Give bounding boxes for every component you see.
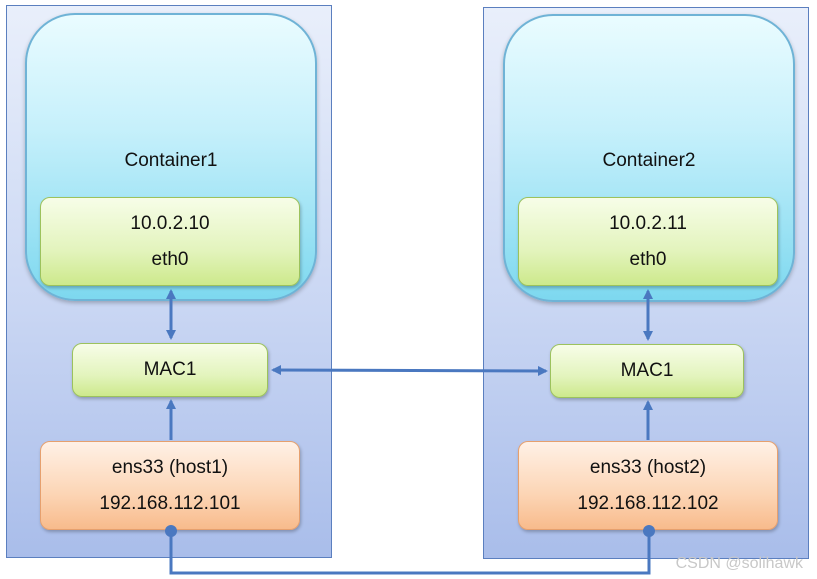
host-physical-link (169, 531, 651, 575)
container1-eth0-name: eth0 (151, 248, 189, 270)
container2-eth0-name: eth0 (629, 248, 667, 270)
host2-mac-box: MAC1 (550, 344, 744, 398)
host2-nic-name: ens33 (host2) (589, 456, 707, 478)
host1-nic-name: ens33 (host1) (111, 456, 229, 478)
host2-nic-box: ens33 (host2) 192.168.112.102 (518, 441, 778, 530)
host1-nic-box: ens33 (host1) 192.168.112.101 (40, 441, 300, 530)
host2-nic-port-dot (643, 525, 655, 537)
watermark: CSDN @solihawk (675, 555, 803, 572)
container1-title: Container1 (124, 150, 218, 171)
host1-nic-port-dot (165, 525, 177, 537)
container2-title: Container2 (602, 150, 696, 171)
host2-mac-label: MAC1 (620, 360, 674, 381)
container2-eth0-ip: 10.0.2.11 (609, 212, 687, 234)
container1-eth0-ip: 10.0.2.10 (130, 212, 210, 234)
host1-nic-ip: 192.168.112.101 (99, 492, 241, 514)
host1-mac-box: MAC1 (72, 343, 268, 397)
host2-nic-ip: 192.168.112.102 (577, 492, 719, 514)
mac-to-mac-link (271, 365, 548, 376)
container1-eth0-interface: 10.0.2.10 eth0 (40, 197, 300, 286)
container2-eth0-interface: 10.0.2.11 eth0 (518, 197, 778, 286)
host1-mac-label: MAC1 (143, 359, 197, 380)
